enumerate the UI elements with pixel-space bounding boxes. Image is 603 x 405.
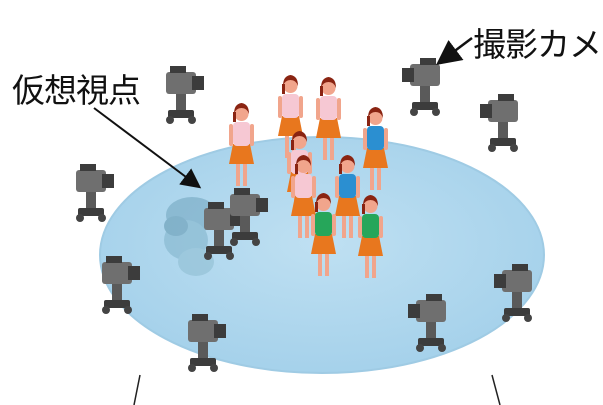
performer-9 xyxy=(358,195,383,278)
performer-1 xyxy=(229,103,254,186)
camera-2 xyxy=(402,58,440,116)
camera-4 xyxy=(76,164,114,222)
virtual-viewpoint-label: 仮想視点 xyxy=(12,71,141,110)
camera-6 xyxy=(102,256,140,314)
performer-7 xyxy=(335,155,360,238)
performer-8 xyxy=(311,193,336,276)
camera-label-arrow xyxy=(436,37,473,65)
camera-8 xyxy=(188,314,226,372)
performer-5 xyxy=(291,155,316,238)
camera-3 xyxy=(480,94,518,152)
camera-cable-right xyxy=(491,374,501,405)
camera-cable-left xyxy=(133,374,141,405)
camera-10 xyxy=(230,188,268,246)
camera-7 xyxy=(494,264,532,322)
performer-3 xyxy=(316,77,341,160)
performer-6 xyxy=(363,107,388,190)
camera-9 xyxy=(408,294,446,352)
camera-1 xyxy=(166,66,204,124)
viewpoint-label-arrow xyxy=(93,107,202,189)
camera-label: 撮影カメラ xyxy=(473,25,603,64)
camera-5 xyxy=(204,202,242,260)
